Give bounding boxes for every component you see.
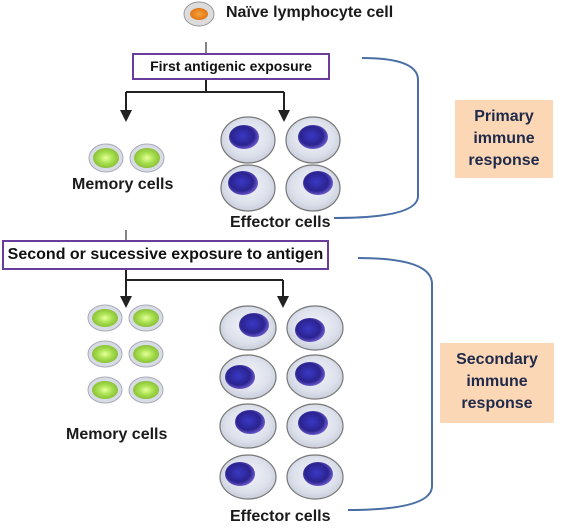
- effector-cell: [285, 164, 341, 212]
- memory-cell: [128, 376, 164, 404]
- effector-cell: [286, 354, 344, 400]
- memory-cell: [88, 143, 124, 173]
- secondary-effector-cells: [219, 305, 344, 500]
- primary-memory-label: Memory cells: [72, 176, 174, 193]
- primary-response-line: Primary: [474, 108, 534, 125]
- effector-cell: [219, 354, 277, 400]
- memory-cell: [87, 376, 123, 404]
- effector-cell: [220, 164, 276, 212]
- first-branch-arrows: [120, 78, 290, 122]
- secondary-effector-label: Effector cells: [230, 508, 331, 525]
- secondary-memory-cells: [87, 304, 164, 404]
- effector-cell: [220, 116, 276, 164]
- primary-response-note: Primary immune response: [455, 100, 553, 178]
- memory-cell: [129, 143, 165, 173]
- first-exposure-label: First antigenic exposure: [150, 58, 312, 74]
- memory-cell: [87, 304, 123, 332]
- memory-cell: [128, 340, 164, 368]
- secondary-bracket: [347, 257, 433, 511]
- effector-cell: [285, 116, 341, 164]
- naive-cell-label: Naïve lymphocyte cell: [226, 4, 394, 21]
- primary-effector-cells: [220, 116, 341, 212]
- memory-cell: [128, 304, 164, 332]
- memory-cell: [87, 340, 123, 368]
- primary-effector-label: Effector cells: [230, 214, 331, 231]
- secondary-memory-label: Memory cells: [66, 426, 168, 443]
- primary-response-line: response: [468, 152, 540, 169]
- effector-cell: [286, 403, 344, 449]
- primary-response-line: immune: [473, 130, 535, 147]
- effector-cell: [219, 403, 277, 449]
- first-exposure-box: First antigenic exposure: [132, 53, 330, 80]
- naive-lymphocyte-cell: [183, 1, 215, 27]
- secondary-response-note: Secondary immune response: [440, 343, 554, 423]
- primary-bracket: [333, 57, 419, 219]
- secondary-response-line: response: [461, 395, 533, 412]
- secondary-response-line: Secondary: [456, 351, 538, 368]
- effector-cell: [286, 454, 344, 500]
- effector-cell: [219, 305, 277, 351]
- second-exposure-box: Second or sucessive exposure to antigen: [2, 240, 329, 270]
- primary-memory-cells: [88, 143, 165, 173]
- second-exposure-label: Second or sucessive exposure to antigen: [7, 246, 324, 263]
- secondary-response-line: immune: [466, 373, 528, 390]
- effector-cell: [219, 454, 277, 500]
- effector-cell: [286, 305, 344, 351]
- second-branch-arrows: [120, 270, 289, 308]
